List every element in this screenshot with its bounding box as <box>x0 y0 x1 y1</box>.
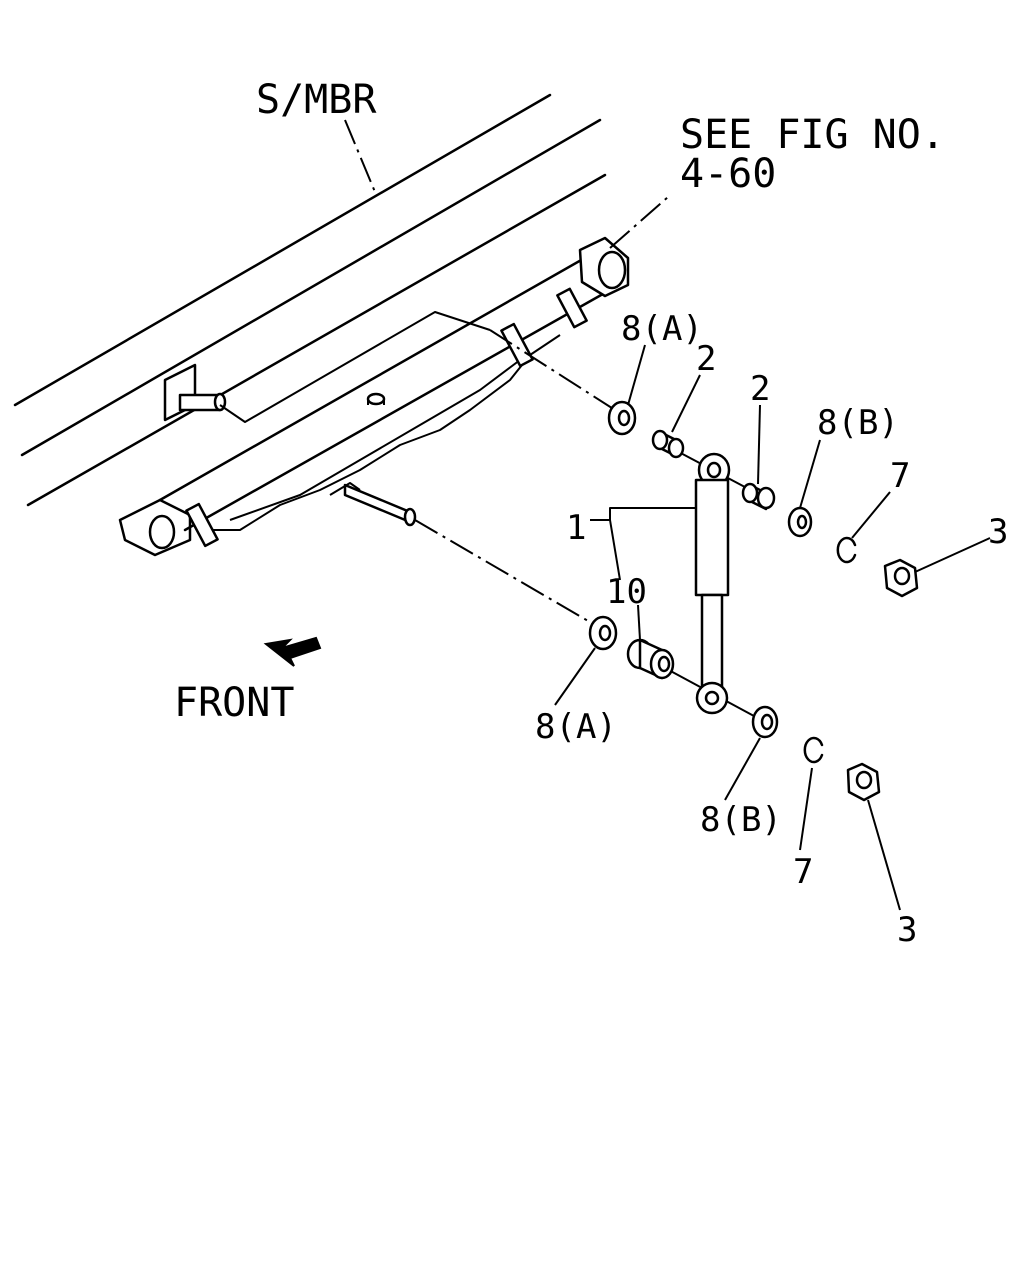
washer-8a-upper <box>607 400 637 436</box>
upper-shock-bracket <box>163 311 491 423</box>
callout-1: 1 <box>566 508 586 548</box>
snap-ring-7-lower <box>803 736 824 764</box>
label-see-fig-line1: SEE FIG NO. <box>680 112 945 158</box>
bushing-2-right <box>741 482 776 511</box>
snap-ring-7-upper <box>836 536 857 564</box>
label-see-fig-line2: 4-60 <box>680 151 776 197</box>
washer-8a-lower <box>588 615 618 651</box>
leaf-spring <box>118 236 630 557</box>
callout-8a-upper: 8(A) <box>621 309 703 349</box>
callout-3-lower: 3 <box>897 910 917 950</box>
callout-2-right: 2 <box>750 369 770 409</box>
nut-3-upper <box>883 558 919 598</box>
callout-8b-lower: 8(B) <box>700 800 782 840</box>
callout-8b-upper: 8(B) <box>817 403 899 443</box>
shock-absorber <box>694 452 731 715</box>
nut-3-lower <box>846 762 881 802</box>
callout-2-left: 2 <box>696 339 716 379</box>
front-direction-arrow-icon <box>263 636 322 667</box>
callout-3-upper: 3 <box>988 512 1008 552</box>
side-member-frame <box>13 93 607 507</box>
bushing-2-left <box>651 429 685 459</box>
leader-lines <box>554 344 991 911</box>
callout-7-upper: 7 <box>890 456 910 496</box>
label-side-member: S/MBR <box>256 77 377 123</box>
lower-shock-bracket <box>329 482 417 527</box>
callout-7-lower: 7 <box>793 852 813 892</box>
label-front: FRONT <box>174 680 294 726</box>
callout-10: 10 <box>606 572 647 612</box>
washer-8b-lower <box>751 705 779 739</box>
bushing-10 <box>626 638 675 680</box>
washer-8b-upper <box>787 506 813 538</box>
callout-8a-lower: 8(A) <box>535 707 617 747</box>
